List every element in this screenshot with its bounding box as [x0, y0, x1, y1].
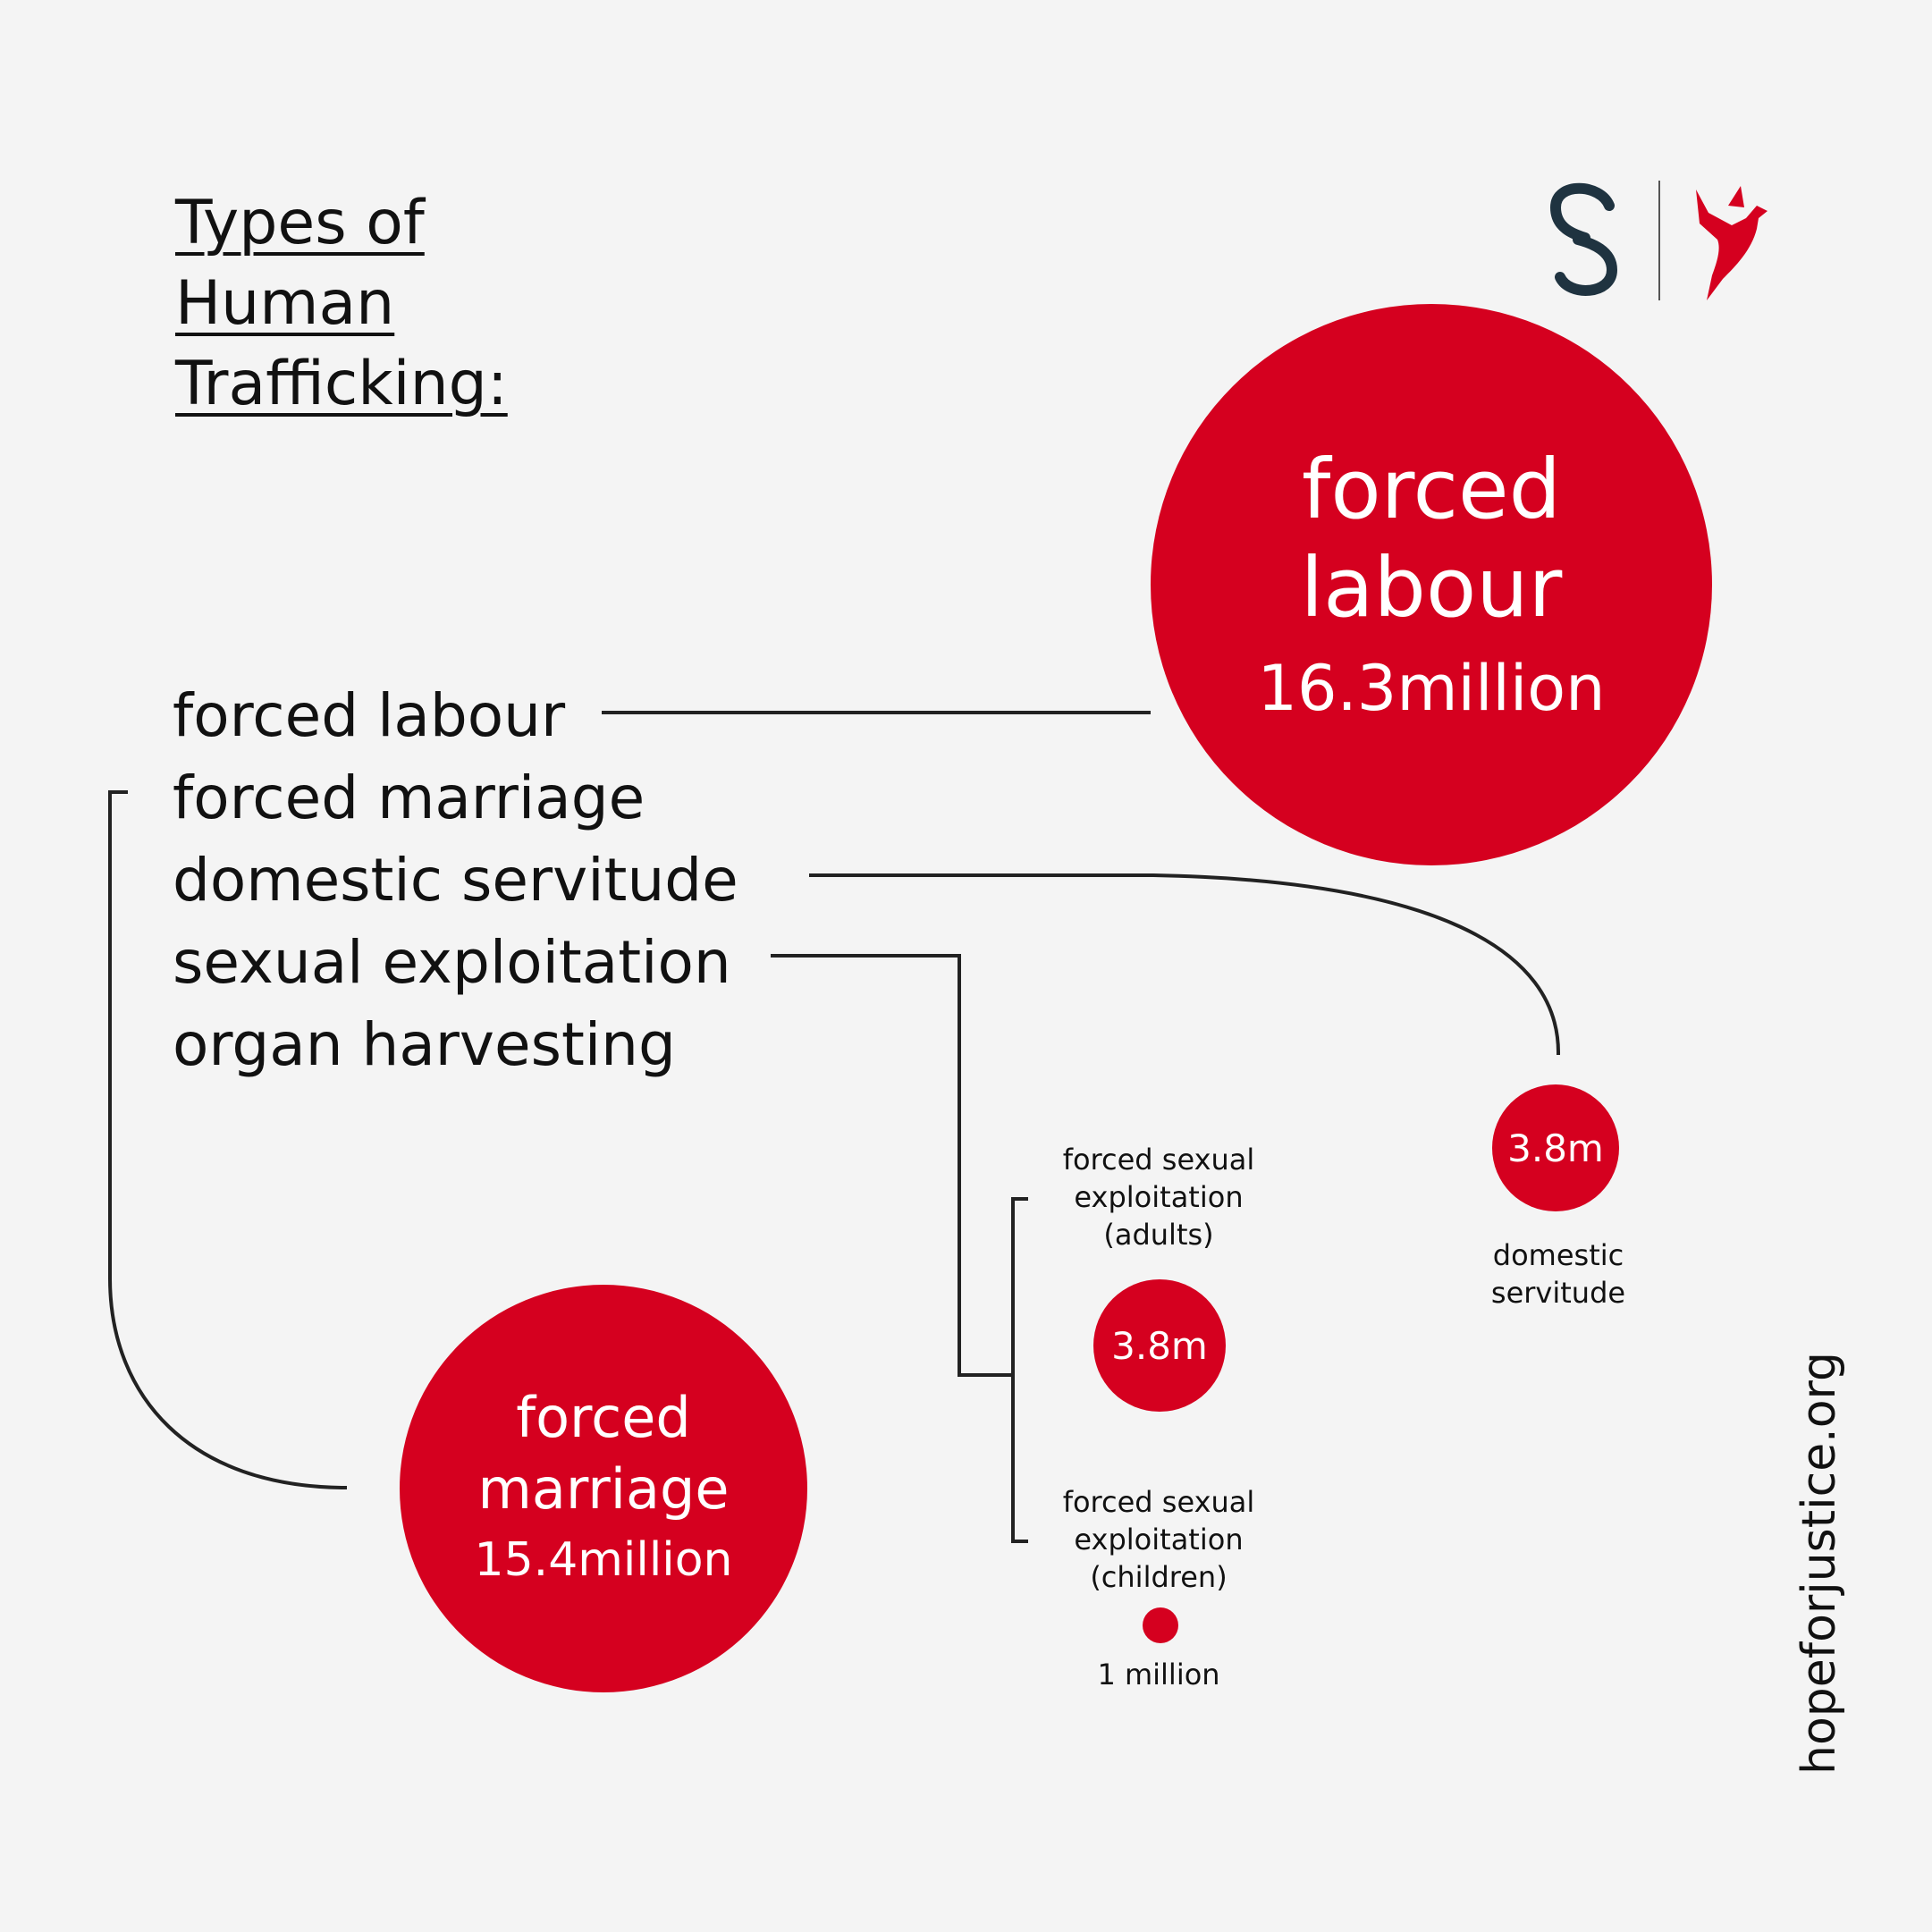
sexual-adults-circle: 3.8m — [1093, 1279, 1226, 1412]
domestic-servitude-label-line-2: servitude — [1490, 1276, 1626, 1310]
forced-labour-value: 16.3million — [1257, 652, 1606, 725]
sexual-adults-value: 3.8m — [1111, 1323, 1208, 1368]
list-item: forced marriage — [173, 764, 645, 832]
domestic-servitude-circle: 3.8m — [1492, 1084, 1619, 1211]
forced-marriage-circle: forced marriage 15.4million — [400, 1285, 807, 1692]
sexual-children-label-line-1: forced sexual — [1062, 1485, 1255, 1519]
domestic-servitude-label: domestic servitude — [1415, 1236, 1701, 1312]
forced-marriage-label-line-1: forced — [516, 1385, 691, 1450]
connector-forced-marriage — [108, 790, 348, 1489]
forced-labour-label-line-2: labour — [1300, 540, 1563, 636]
page-title-line-2: Human — [175, 268, 395, 339]
forced-marriage-label-line-2: marriage — [477, 1456, 730, 1522]
sexual-children-dot — [1143, 1607, 1178, 1643]
page-title-line-3: Trafficking: — [175, 349, 508, 419]
s-logo-icon — [1549, 182, 1618, 296]
page-title-line-1: Types of — [175, 188, 425, 258]
connector-sexual-bracket — [1011, 1197, 1028, 1543]
sexual-adults-label-line-1: forced sexual — [1062, 1143, 1255, 1177]
website-url: hopeforjustice.org — [1793, 1351, 1846, 1775]
domestic-servitude-label-line-1: domestic — [1492, 1238, 1624, 1272]
connector-domestic-servitude — [809, 873, 1561, 1056]
forced-labour-circle: forced labour 16.3million — [1151, 304, 1712, 865]
forced-labour-label-line-1: forced — [1301, 442, 1562, 537]
sexual-adults-label-line-2: exploitation — [1074, 1180, 1244, 1214]
sexual-children-label: forced sexual exploitation (children) — [1016, 1483, 1302, 1596]
domestic-servitude-value: 3.8m — [1507, 1126, 1604, 1170]
partner-logos — [1533, 179, 1801, 304]
list-item: organ harvesting — [173, 1010, 676, 1079]
sexual-children-label-line-2: exploitation — [1074, 1523, 1244, 1557]
forced-marriage-value: 15.4million — [474, 1533, 733, 1587]
sexual-adults-label-line-3: (adults) — [1103, 1218, 1214, 1252]
list-item: forced labour — [173, 681, 566, 750]
bird-logo-icon — [1696, 186, 1767, 300]
list-item: sexual exploitation — [173, 928, 731, 997]
sexual-children-label-line-3: (children) — [1090, 1560, 1228, 1594]
list-item: domestic servitude — [173, 846, 738, 915]
page-title: Types of Human Trafficking: — [175, 183, 508, 425]
sexual-children-value: 1 million — [1097, 1658, 1220, 1692]
connector-sexual-exploitation — [771, 954, 1013, 1377]
trafficking-types-list: forced labour forced marriage domestic s… — [173, 675, 738, 1086]
sexual-adults-label: forced sexual exploitation (adults) — [1016, 1141, 1302, 1253]
